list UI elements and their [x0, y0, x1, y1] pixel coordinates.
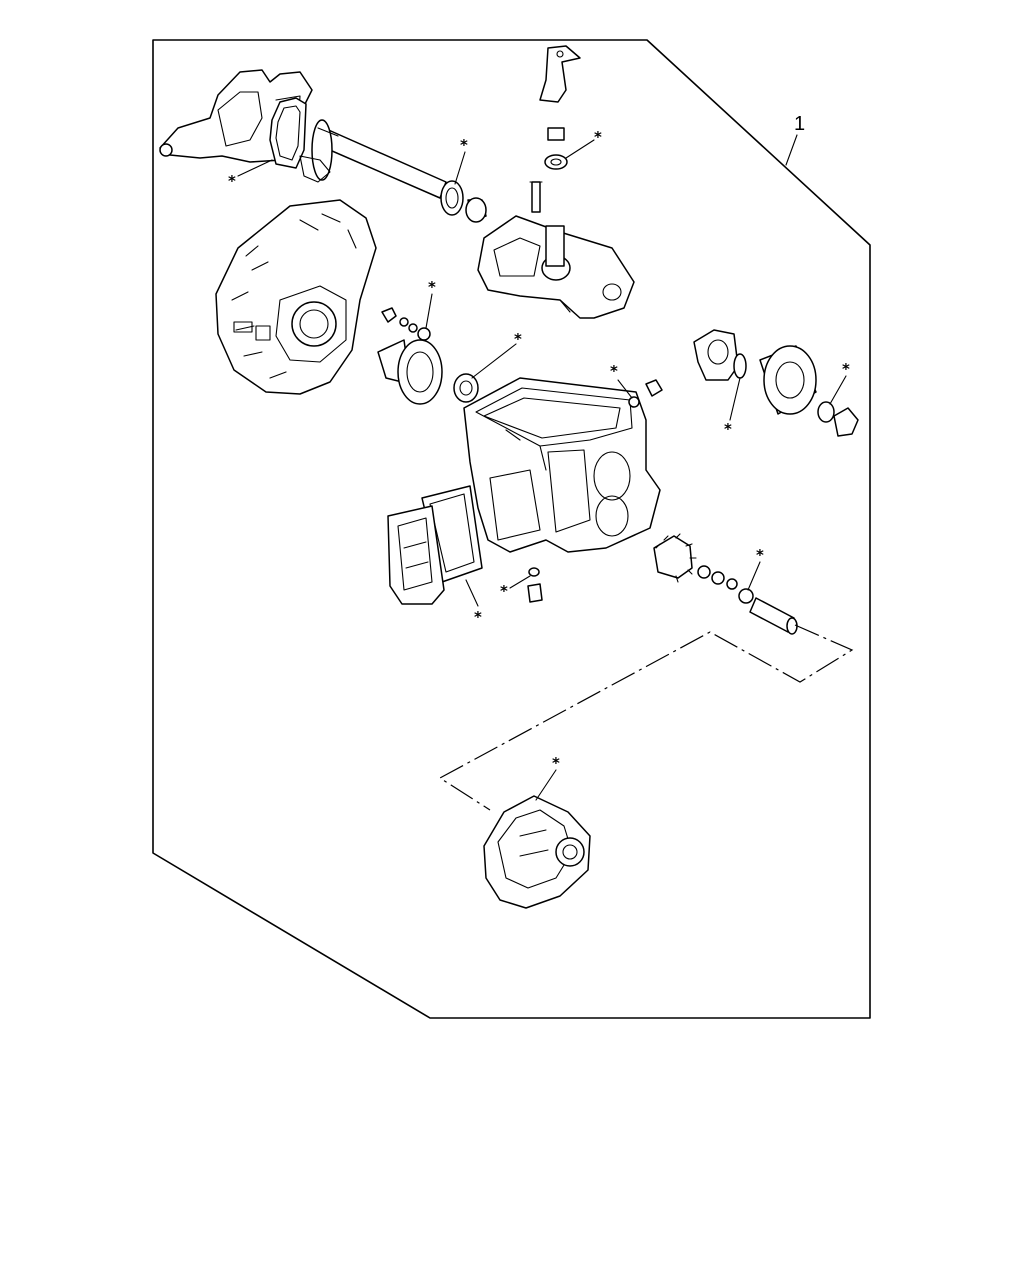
item-number-leader [785, 134, 798, 166]
kit-markers: * * * * * * * * * * * * [228, 128, 850, 772]
counter-shaft [749, 597, 798, 635]
front-oil-seal [453, 373, 479, 403]
kit-marker: * [428, 278, 436, 296]
rear-bearing-retainer [693, 329, 739, 381]
rear-nut [833, 407, 859, 437]
transmission-case [463, 377, 661, 553]
drain-plug [628, 379, 663, 408]
kit-marker: * [724, 420, 732, 438]
kit-marker: * [514, 330, 522, 348]
kit-marker: * [756, 546, 764, 564]
kit-marker: * [594, 128, 602, 146]
input-shaft-retainer [377, 339, 443, 405]
shaft-oil-seal [440, 180, 464, 216]
kit-marker: * [500, 582, 508, 600]
connection-line-rear [438, 624, 854, 811]
kit-marker: * [610, 362, 618, 380]
clutch-housing [215, 199, 377, 395]
housing-bolt-set [381, 307, 431, 341]
rear-ball-bearing [759, 345, 817, 415]
shift-housing [477, 215, 635, 319]
side-cover [387, 505, 445, 605]
fill-plug [527, 567, 543, 603]
shift-lever-bracket [539, 45, 581, 170]
kit-boundary-outline [152, 39, 871, 1019]
shift-bolt [529, 181, 543, 213]
kit-marker: * [228, 172, 236, 190]
shaft-bearing [465, 197, 487, 223]
kit-marker: * [460, 136, 468, 154]
rear-snap-ring [733, 353, 747, 379]
counter-o-ring [738, 588, 754, 604]
main-shaft [299, 119, 447, 199]
adapter-housing [483, 795, 591, 909]
kit-marker: * [474, 608, 482, 626]
leader-lines [237, 139, 847, 801]
kit-marker: * [552, 754, 560, 772]
item-number-label: 1 [794, 113, 805, 135]
counter-gear [653, 533, 738, 590]
kit-marker: * [842, 360, 850, 378]
rear-washer [817, 401, 835, 423]
extension-gasket [269, 97, 307, 169]
